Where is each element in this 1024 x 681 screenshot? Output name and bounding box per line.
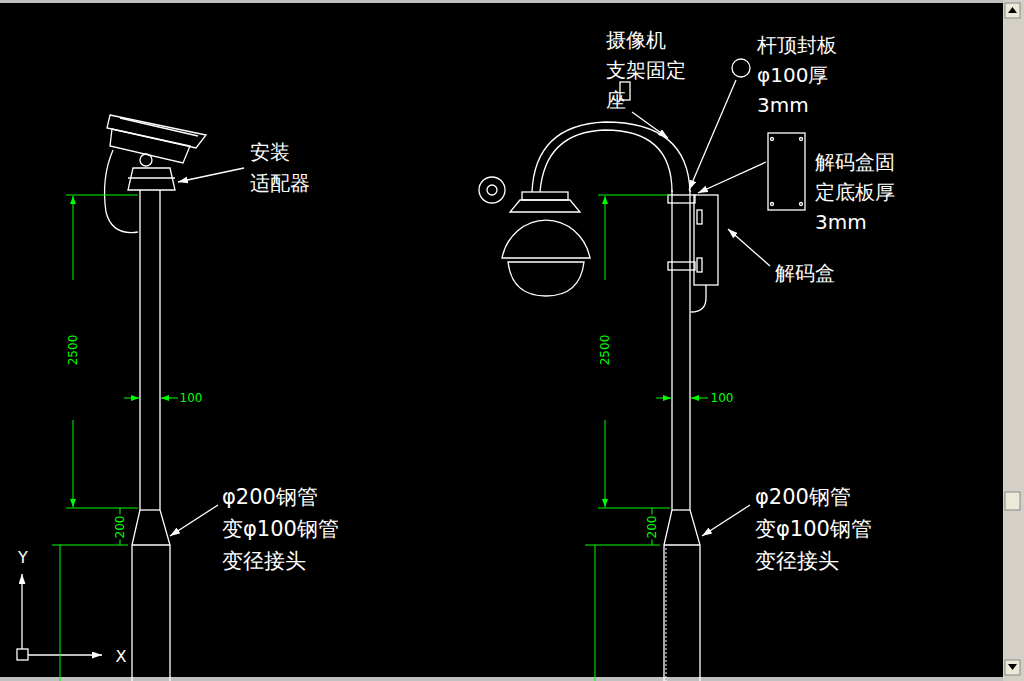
dimension: 100: [710, 391, 735, 405]
part-label: 解码盒固 定底板厚 3mm: [815, 147, 895, 237]
dimension: 100: [179, 391, 204, 405]
part-label: 杆顶封板 φ100厚 3mm: [757, 30, 837, 120]
part-label: 解码盒: [775, 258, 835, 288]
part-label: 摄像机 支架固定 座: [606, 25, 686, 115]
axis-label: X: [116, 647, 127, 666]
dimension: 200: [113, 515, 127, 540]
dimension: 200: [645, 515, 659, 540]
dimension: 2500: [66, 334, 80, 367]
axis-label: Y: [18, 548, 28, 567]
part-label: φ200钢管 变φ100钢管 变径接头: [755, 481, 872, 577]
part-label: 安装 适配器: [250, 137, 310, 199]
dimension: 2500: [598, 334, 612, 367]
part-label: φ200钢管 变φ100钢管 变径接头: [222, 481, 339, 577]
